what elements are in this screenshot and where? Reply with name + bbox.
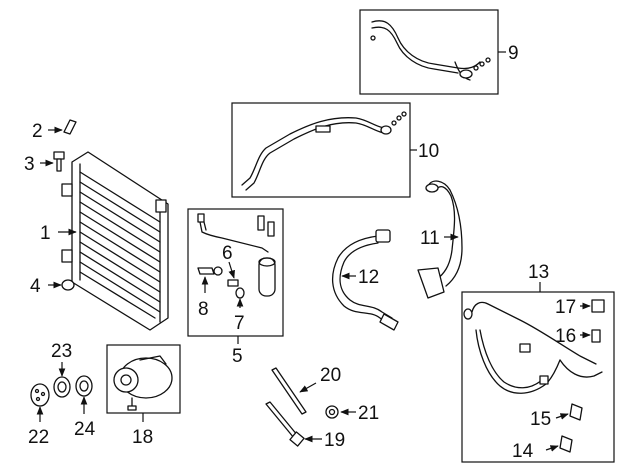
part-9-box	[359, 9, 499, 95]
part-23-pulley: 23	[51, 341, 72, 398]
callout-16: 16	[555, 326, 576, 347]
callout-24: 24	[74, 419, 96, 440]
callout-12: 12	[358, 267, 379, 288]
part-9-hose-group: 9	[359, 9, 519, 95]
callout-19: 19	[324, 430, 345, 451]
callout-3: 3	[24, 154, 35, 175]
part-5-drier-group: 6 7 8 5	[187, 208, 284, 367]
part-12-fitting	[375, 229, 391, 243]
part-6-valve	[227, 279, 239, 287]
callout-11: 11	[420, 228, 440, 249]
part-13-box	[461, 291, 615, 463]
part-21-nut: 21	[325, 403, 379, 424]
callout-21: 21	[358, 403, 379, 424]
callout-4: 4	[30, 276, 41, 297]
callout-10: 10	[418, 141, 439, 162]
callout-8: 8	[198, 299, 209, 320]
callout-22: 22	[28, 427, 49, 448]
callout-20: 20	[320, 365, 341, 386]
part-9-fitting	[459, 69, 473, 79]
part-3-bolt: 3	[24, 151, 65, 175]
callout-14: 14	[512, 441, 534, 462]
part-10-box	[231, 102, 411, 198]
part-19-bolt: 19	[265, 401, 345, 451]
part-10-line-group: 10	[231, 102, 439, 198]
callout-6: 6	[222, 243, 233, 264]
part-8-fitting	[197, 267, 215, 275]
part-10-line	[241, 117, 385, 186]
part-1-condenser: 1	[40, 151, 169, 331]
part-11-hose: 11	[417, 180, 463, 299]
part-9-hose	[371, 20, 481, 70]
callout-15: 15	[530, 409, 551, 430]
part-7-oring	[235, 287, 245, 299]
part-15-switch	[569, 403, 583, 421]
callout-9: 9	[508, 43, 519, 64]
drier-canister	[258, 257, 276, 297]
callout-2: 2	[32, 121, 43, 142]
condenser-fins	[79, 171, 161, 319]
callout-7: 7	[234, 313, 245, 334]
part-18-compressor-group: 18	[106, 344, 181, 448]
callout-13: 13	[528, 262, 549, 283]
part-10-bracket	[315, 125, 331, 133]
part-16-valve	[591, 329, 601, 343]
callout-23: 23	[51, 341, 72, 362]
part-20-rod: 20	[271, 365, 341, 415]
part-17-cap	[591, 299, 605, 313]
callout-18: 18	[132, 427, 153, 448]
part-12-hose: 12	[332, 229, 399, 331]
callout-1: 1	[40, 223, 51, 244]
part-13-lines-group: 13 17 16 15 14	[461, 262, 615, 463]
callout-17: 17	[555, 297, 576, 318]
part-2-seal: 2	[32, 119, 77, 142]
part-24-ring: 24	[74, 375, 96, 440]
part-14-sensor	[559, 435, 573, 453]
condenser-bracket	[61, 183, 73, 197]
part-11-fitting	[417, 267, 445, 299]
part-5-box	[187, 208, 284, 337]
part-22-plate: 22	[28, 383, 50, 448]
callout-5: 5	[232, 346, 243, 367]
part-4-grommet: 4	[30, 276, 75, 297]
